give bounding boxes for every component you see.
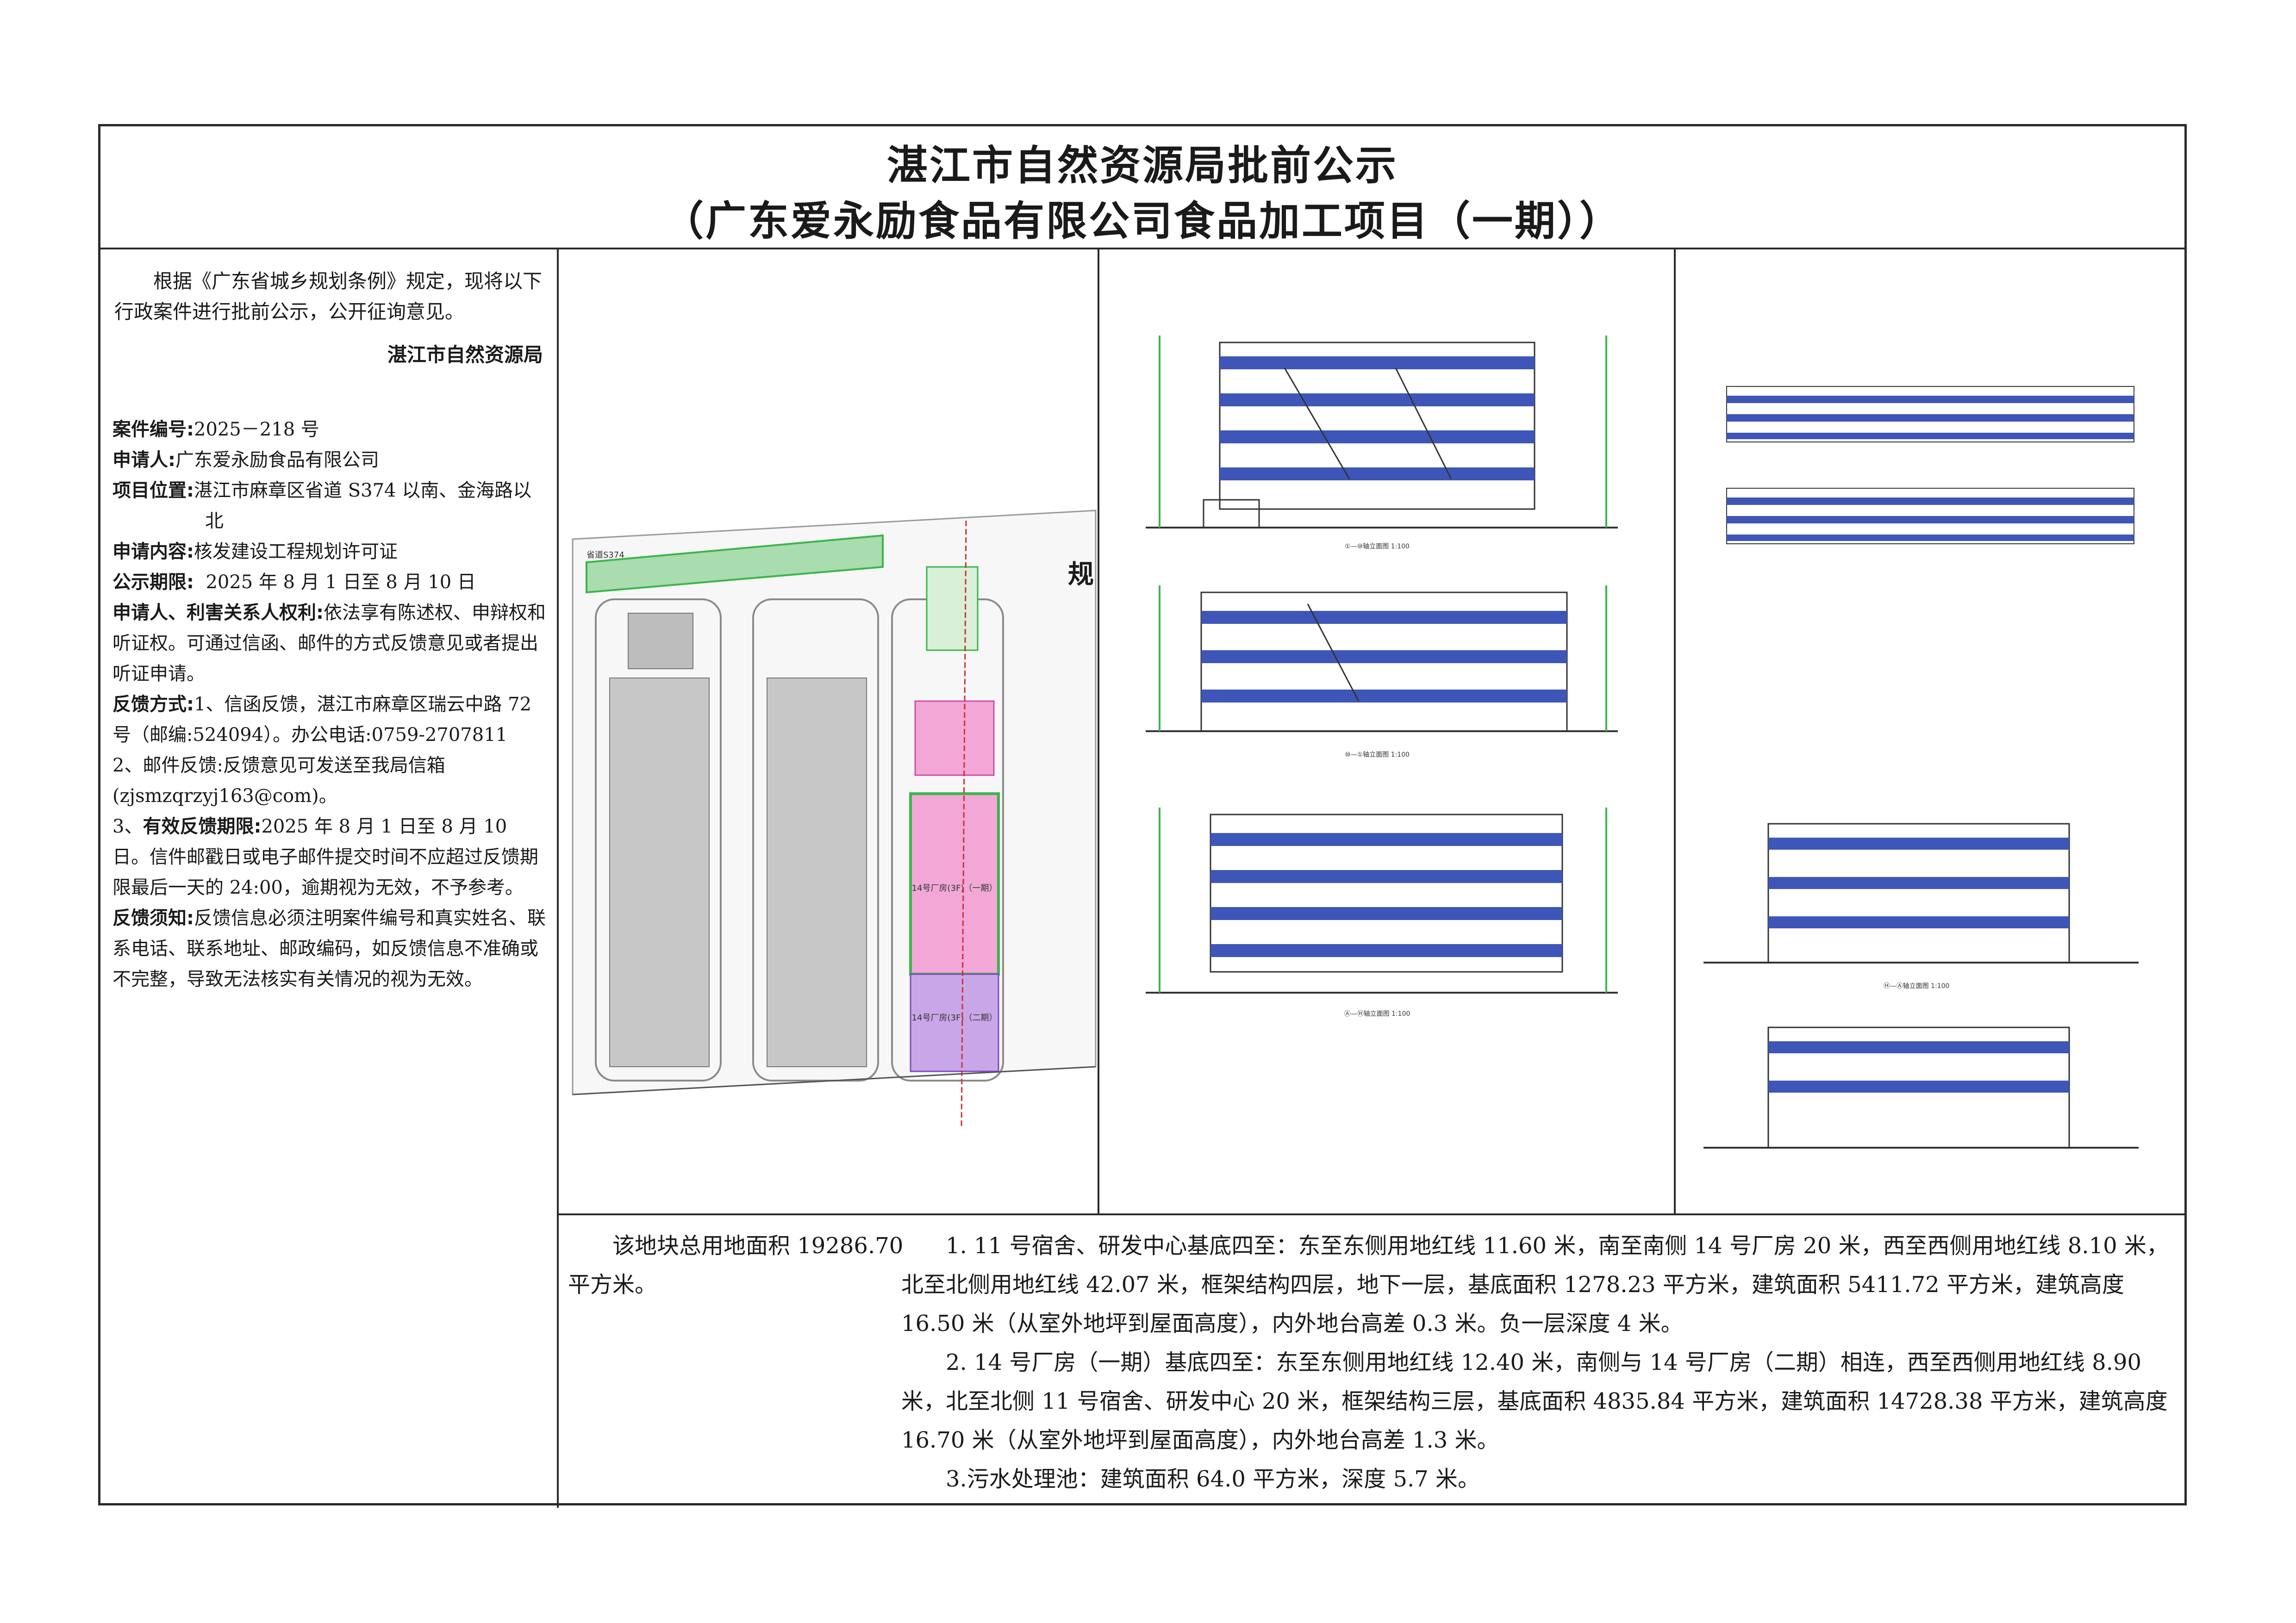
case-no-row: 案件编号:2025－218 号 — [112, 414, 548, 445]
applicant: 广东爱永励食品有限公司 — [175, 449, 379, 471]
period-label: 公示期限: — [112, 572, 194, 593]
long-elevations-drawing: ①—⑩轴立面图 1:100 ⑩—①轴立面图 1:100 — [1146, 336, 1618, 1018]
title-line1: 湛江市自然资源局批前公示 — [886, 142, 1398, 189]
case-info-column: 根据《广东省城乡规划条例》规定，现将以下行政案件进行批前公示，公开征询意见。 湛… — [100, 248, 559, 1508]
site-plan-gui-label: 规 — [1068, 560, 1094, 590]
side-elevation-c: Ⓗ—Ⓐ轴立面图 1:100 — [1703, 823, 2139, 990]
elevation-1: ①—⑩轴立面图 1:100 — [1146, 336, 1618, 550]
period: 2025 年 8 月 1 日至 8 月 10 日 — [206, 572, 476, 593]
rights-label: 申请人、利害关系人权利: — [112, 602, 324, 623]
content-label: 申请内容: — [112, 541, 194, 562]
site-plan-panel: 省道S374 14号厂房(3F)（一期） 14号厂房(3F)（二期） 规 — [559, 248, 1099, 1213]
building-14-phase1-label: 14号厂房(3F)（一期） — [912, 883, 998, 893]
elevations-side-panel: Ⓗ—Ⓐ轴立面图 1:100 — [1676, 248, 2187, 1213]
notes-row: 反馈须知:反馈信息必须注明案件编号和真实姓名、联系电话、联系地址、邮政编码，如反… — [112, 903, 548, 995]
notice-signature: 湛江市自然资源局 — [387, 343, 543, 366]
feedback-3-prefix: 3、 — [112, 816, 143, 837]
rights: 依法享有陈述权、申辩权和听证权。可通过信函、邮件的方式反馈意见或者提出听证申请。 — [112, 602, 546, 684]
elevation-3: Ⓐ—Ⓗ轴立面图 1:100 — [1146, 808, 1618, 1018]
case-no-label: 案件编号: — [112, 419, 194, 440]
feedback-row: 反馈方式:1、信函反馈，湛江市麻章区瑞云中路 72 号（邮编:524094）。办… — [112, 689, 548, 750]
content-row: 申请内容:核发建设工程规划许可证 — [112, 536, 548, 567]
period-row: 公示期限: 2025 年 8 月 1 日至 8 月 10 日 — [112, 567, 548, 597]
content: 核发建设工程规划许可证 — [194, 541, 398, 562]
elevation-2: ⑩—①轴立面图 1:100 — [1146, 585, 1618, 759]
item-1: 1. 11 号宿舍、研发中心基底四至：东至东侧用地红线 11.60 米，南至南侧… — [901, 1233, 2169, 1337]
drawings-area: 省道S374 14号厂房(3F)（一期） 14号厂房(3F)（二期） 规 — [559, 248, 2187, 1215]
side-elevation-c-caption: Ⓗ—Ⓐ轴立面图 1:100 — [1884, 983, 1950, 990]
location-row: 项目位置:湛江市麻章区省道 S374 以南、金海路以北 — [112, 475, 548, 536]
project-description: 该地块总用地面积 19286.70 平方米。 1. 11 号宿舍、研发中心基底四… — [559, 1213, 2187, 1508]
feedback-1: 1、信函反馈，湛江市麻章区瑞云中路 72 号（邮编:524094）。办公电话:0… — [112, 694, 532, 746]
elevation-2-caption: ⑩—①轴立面图 1:100 — [1345, 751, 1410, 759]
feedback-label: 反馈方式: — [112, 694, 194, 715]
elevations-long-panel: ①—⑩轴立面图 1:100 ⑩—①轴立面图 1:100 — [1099, 248, 1676, 1213]
item-3: 3.污水处理池：建筑面积 64.0 平方米，深度 5.7 米。 — [946, 1466, 1480, 1492]
elevation-3-caption: Ⓐ—Ⓗ轴立面图 1:100 — [1344, 1010, 1410, 1018]
notice-frame: 湛江市自然资源局批前公示 （广东爱永励食品有限公司食品加工项目（一期）） 根据《… — [98, 124, 2187, 1508]
land-area-text: 该地块总用地面积 19286.70 平方米。 — [568, 1233, 904, 1298]
notes-label: 反馈须知: — [112, 908, 194, 929]
side-elevations-drawing: Ⓗ—Ⓐ轴立面图 1:100 — [1703, 386, 2139, 1149]
side-elevation-a — [1726, 386, 2134, 442]
applicant-row: 申请人:广东爱永励食品有限公司 — [112, 445, 548, 475]
feedback-3-row: 3、有效反馈期限:2025 年 8 月 1 日至 8 月 10 日。信件邮戳日或… — [112, 811, 548, 903]
side-elevation-b — [1726, 488, 2134, 544]
feedback-2: 2、邮件反馈:反馈意见可发送至我局信箱(zjsmzqrzyj163@com)。 — [112, 755, 445, 807]
title-line2: （广东爱永励食品有限公司食品加工项目（一期）） — [662, 197, 1622, 245]
location-label: 项目位置: — [112, 480, 194, 501]
building-details: 1. 11 号宿舍、研发中心基底四至：东至东侧用地红线 11.60 米，南至南侧… — [901, 1226, 2174, 1499]
item-2: 2. 14 号厂房（一期）基底四至：东至东侧用地红线 12.40 米，南侧与 1… — [901, 1349, 2168, 1453]
elevation-1-caption: ①—⑩轴立面图 1:100 — [1345, 543, 1410, 550]
building-14-phase2-label: 14号厂房(3F)（二期） — [912, 1013, 998, 1023]
location: 湛江市麻章区省道 S374 以南、金海路以北 — [194, 480, 532, 532]
road-north-label: 省道S374 — [586, 550, 624, 560]
case-no: 2025－218 号 — [194, 419, 319, 440]
notes: 反馈信息必须注明案件编号和真实姓名、联系电话、联系地址、邮政编码，如反馈信息不准… — [112, 908, 546, 990]
case-info: 案件编号:2025－218 号 申请人:广东爱永励食品有限公司 项目位置:湛江市… — [112, 414, 548, 995]
rights-row: 申请人、利害关系人权利:依法享有陈述权、申辩权和听证权。可通过信函、邮件的方式反… — [112, 597, 548, 689]
side-elevation-d — [1703, 1026, 2139, 1149]
title-row: 湛江市自然资源局批前公示 （广东爱永励食品有限公司食品加工项目（一期）） — [100, 126, 2184, 249]
feedback-3-label: 有效反馈期限: — [143, 816, 262, 837]
site-plan-drawing: 省道S374 14号厂房(3F)（一期） 14号厂房(3F)（二期） 规 — [572, 510, 1097, 1127]
feedback-3: 2025 年 8 月 1 日至 8 月 10 日。信件邮戳日或电子邮件提交时间不… — [112, 816, 538, 898]
notice-intro: 根据《广东省城乡规划条例》规定，现将以下行政案件进行批前公示，公开征询意见。 — [114, 270, 543, 323]
applicant-label: 申请人: — [112, 449, 175, 471]
